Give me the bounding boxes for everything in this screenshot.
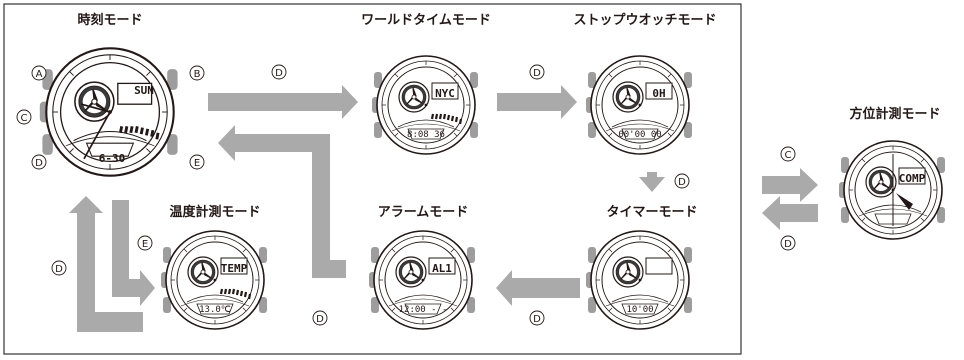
lcd-world-time-top: NYC — [435, 87, 455, 100]
lcd-alarm-top: AL1 — [432, 262, 452, 275]
lcd-timer-bottom: 10'00 — [626, 305, 653, 315]
transition-arrows — [69, 85, 818, 332]
arrow-alarm-to-time — [218, 125, 346, 278]
arrow-from-compass — [762, 196, 818, 230]
title-world-time: ワールドタイムモード — [361, 13, 491, 28]
marker-c-1: C — [785, 150, 792, 161]
button-labels: A B C D E — [16, 65, 205, 170]
marker-d-6: D — [55, 264, 63, 275]
title-timekeeping: 時刻モード — [77, 12, 142, 28]
button-d-label: D — [35, 158, 43, 169]
lcd-stopwatch-bottom: 00'00 00 — [618, 130, 661, 140]
marker-e-1: E — [142, 239, 148, 250]
marker-d-2: D — [533, 68, 541, 79]
button-e-label: E — [194, 158, 200, 169]
lcd-timekeeping-top: SUN — [134, 84, 154, 97]
marker-d-4: D — [533, 314, 541, 325]
arrow-temperature-to-time — [69, 196, 143, 332]
marker-d-1: D — [275, 68, 283, 79]
lcd-compass-top: COMP — [899, 172, 926, 185]
arrow-time-to-worldtime — [208, 85, 358, 119]
marker-d-5: D — [316, 314, 324, 325]
title-temperature: 温度計測モード — [169, 204, 260, 220]
watch-compass — [838, 140, 946, 240]
title-stopwatch: ストップウオッチモード — [573, 13, 716, 28]
arrow-stopwatch-to-timer — [639, 172, 665, 192]
arrow-worldtime-to-stopwatch — [497, 85, 577, 119]
watch-timekeeping — [38, 47, 179, 177]
button-b-label: B — [194, 69, 201, 80]
arrow-to-compass — [762, 168, 818, 202]
lcd-temperature-top: TEMP — [221, 262, 248, 275]
transition-button-markers: D D D D D D E C D — [51, 64, 796, 326]
title-compass: 方位計測モード — [849, 106, 940, 122]
marker-d-3: D — [678, 177, 686, 188]
title-timer: タイマーモード — [606, 205, 697, 220]
lcd-alarm-bottom: 12:00 - - — [399, 305, 448, 315]
lcd-timekeeping-bottom: 6-30 — [99, 152, 126, 165]
button-a-label: A — [36, 69, 43, 80]
lcd-world-time-bottom: 8:08 36 — [407, 130, 445, 140]
arrow-timer-to-alarm — [496, 270, 580, 306]
diagram-frame — [3, 3, 742, 355]
marker-d-7: D — [784, 239, 792, 250]
arrow-time-to-temperature — [112, 200, 155, 306]
button-c-label: C — [21, 113, 28, 124]
title-alarm: アラームモード — [378, 205, 469, 220]
lcd-stopwatch-top: 0H — [652, 87, 665, 100]
lcd-temperature-bottom: 13.0℃ — [199, 305, 231, 315]
